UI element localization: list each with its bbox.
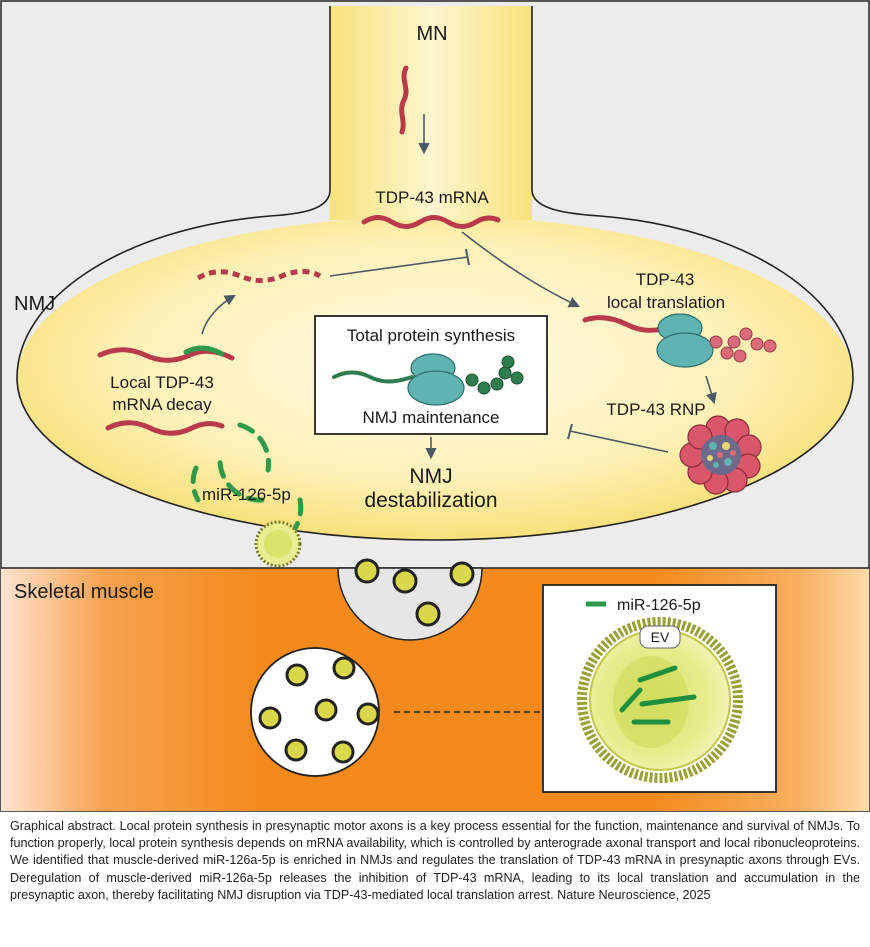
tdp43-mrna [361, 215, 501, 229]
figure-caption: Graphical abstract. Local protein synthe… [10, 819, 860, 902]
ev-detail: EV [577, 617, 743, 783]
tdp43-rnp-granule [679, 415, 762, 495]
fusing-ev [254, 520, 302, 568]
box-mrna [332, 370, 414, 384]
tdp43-rnp-label: TDP-43 RNP [606, 400, 705, 419]
skeletal-muscle-label: Skeletal muscle [14, 581, 154, 603]
box-ribosome [407, 353, 465, 406]
ev-label: EV [651, 629, 670, 645]
muscle-evs [258, 656, 380, 764]
total-protein-synthesis-label: Total protein synthesis [347, 326, 515, 345]
mirna-bound [183, 345, 225, 357]
local-decay-label-2: mRNA decay [112, 395, 212, 414]
tdp43-mrna-label: TDP-43 mRNA [375, 188, 489, 207]
local-decay-label-1: Local TDP-43 [110, 373, 214, 392]
tdp43-protein-chain [709, 327, 777, 363]
arrow-up-decay [201, 294, 236, 335]
mn-label: MN [416, 23, 447, 45]
tdp43-translation-label-1: TDP-43 [636, 270, 695, 289]
mir-126-cluster [190, 422, 304, 538]
postsynaptic-pocket [337, 567, 483, 641]
terminal-outline [16, 6, 854, 541]
incoming-mrna [399, 65, 409, 135]
arrow-to-translation [461, 231, 581, 308]
decay-mrna-bottom [105, 420, 225, 436]
degraded-mrna [196, 269, 322, 283]
translation-ribosome [656, 313, 714, 368]
inhibition-line-rnp [569, 430, 669, 453]
graphical-abstract-diagram: MN TDP-43 mRNA NMJ Local TDP-43 mRNA dec… [0, 0, 870, 812]
nmj-label: NMJ [14, 293, 55, 315]
nmj-maintenance-label: NMJ maintenance [362, 408, 499, 427]
nmj-destab-label-2: destabilization [364, 489, 497, 512]
mir-126-label: miR-126-5p [202, 485, 291, 504]
inhibition-line-decay [329, 256, 469, 277]
box-protein-chain [465, 355, 524, 395]
cleft-evs [354, 558, 475, 627]
nmj-destab-label-1: NMJ [409, 465, 452, 488]
arrow-to-rnp [705, 375, 717, 405]
legend-mir-label: miR-126-5p [617, 597, 701, 614]
tdp43-translation-label-2: local translation [607, 293, 725, 312]
